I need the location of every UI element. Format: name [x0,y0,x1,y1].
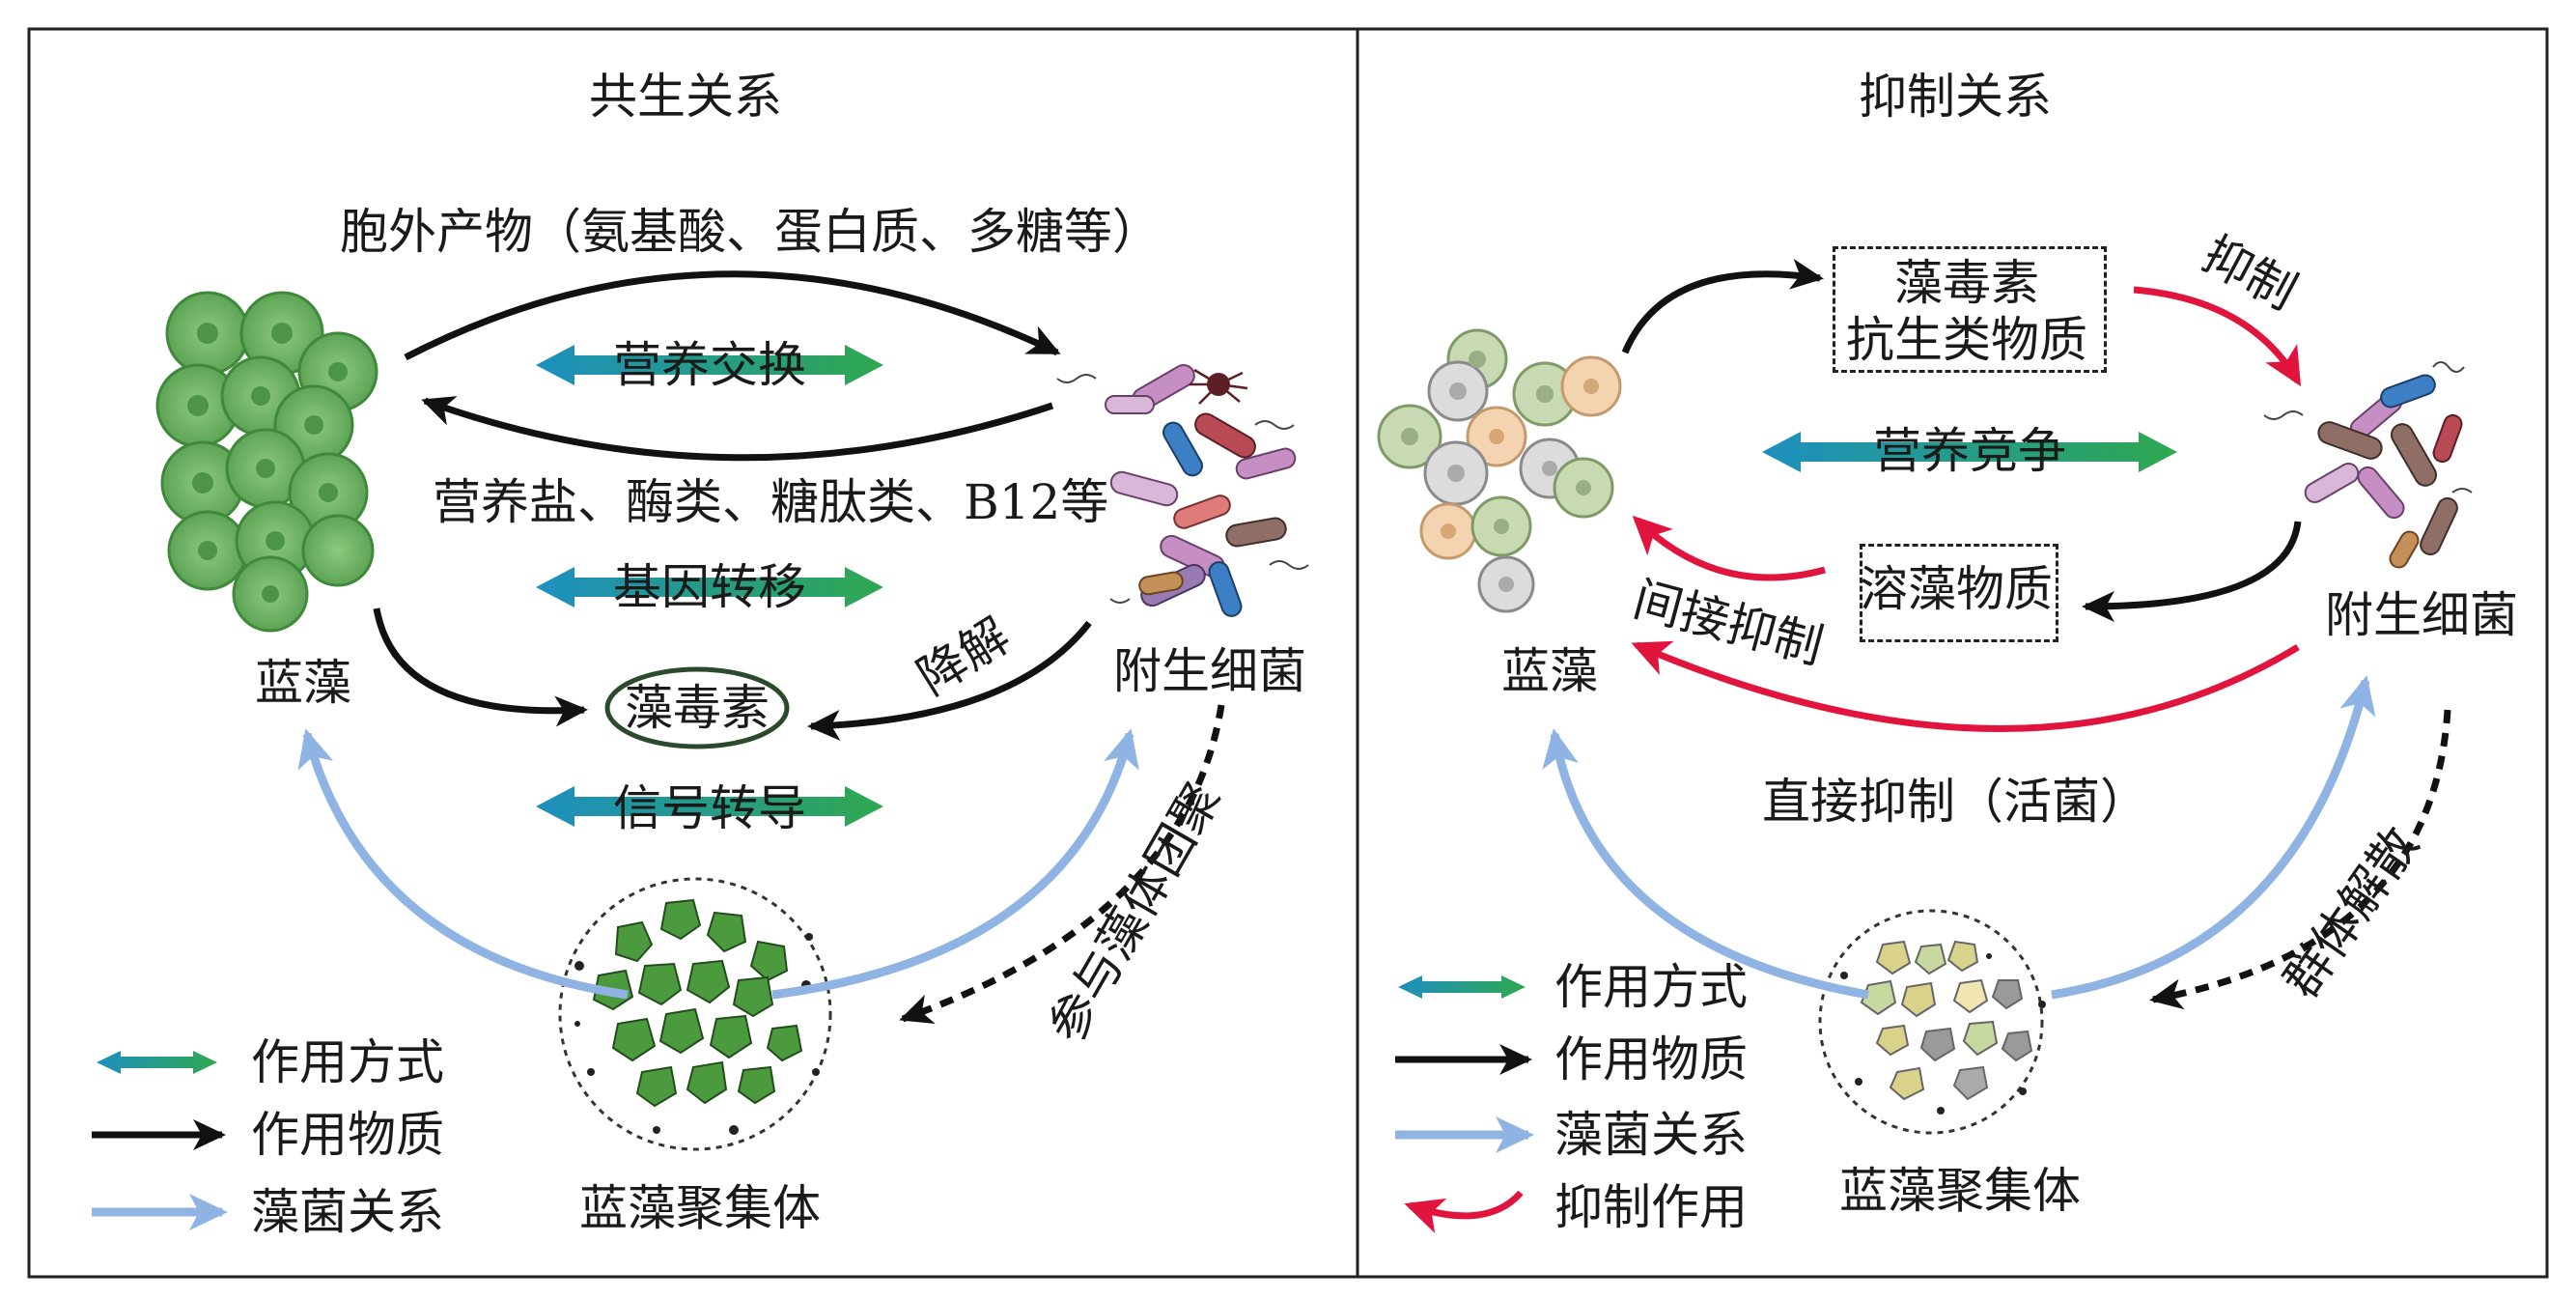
legend-right-relation: 藻菌关系 [1554,1107,1748,1163]
nutrients-label: 营养盐、酶类、糖肽类、B12等 [433,474,1109,530]
competition-label: 营养竞争 [1873,423,2066,479]
arrow-colony-to-cyano-right [1542,728,1869,1000]
colony-outline-right [1818,909,2044,1135]
competition-arrow [1762,432,2177,472]
lytic-label: 溶藻物质 [1860,561,2053,617]
colony-cells-right [1860,940,2033,1101]
left-panel-title: 共生关系 [589,69,782,125]
colony-outline-left [558,877,832,1151]
cyanobacteria-nuclei-right [1401,351,1599,592]
bacteria-cluster-left [1056,364,1309,617]
colony-dots-right [1840,953,2046,1115]
colony-label-left: 蓝藻聚集体 [579,1180,821,1236]
legend-left-relation: 藻菌关系 [251,1184,444,1240]
legend-left-mode: 作用方式 [251,1034,444,1090]
arrow-colony-to-bacteria-right [2051,675,2376,1000]
colony-label-right: 蓝藻聚集体 [1839,1163,2081,1219]
arrow-inhibit [2133,286,2302,387]
arrow-direct [1631,640,2300,732]
colony-cells-left [592,898,803,1108]
legend-right-inhibit: 抑制作用 [1554,1179,1748,1235]
arrow-cyano-toxin [373,607,588,727]
arrow-extracellular [404,270,1061,361]
legend-mode-arrow-right [1398,975,1526,999]
arrow-colony-to-bacteria [771,728,1139,1000]
arrow-degrade [807,620,1092,741]
cyanobacteria-nuclei-left [187,323,348,603]
legend-inhibit-arrow-right [1404,1190,1524,1233]
double-arrows-left [536,345,883,827]
legend-right-substance: 作用物质 [1554,1031,1748,1087]
legend-left-substance: 作用物质 [251,1107,444,1163]
panel-frame [27,27,2549,1279]
nutrient-exchange-label: 营养交换 [613,337,806,393]
toxin-ellipse [604,666,790,749]
bacteria-label-left: 附生细菌 [1113,643,1306,699]
arrow-aggregation [899,704,1225,1025]
direct-label: 直接抑制（活菌） [1762,774,2148,830]
arrow-dispersal [2149,709,2451,1010]
bacteria-label-right: 附生细菌 [2325,587,2518,643]
arrow-bacteria-to-lytic [2082,521,2302,622]
cyanobacteria-cluster-right [1377,328,1622,613]
cyano-label-left: 蓝藻 [255,655,351,711]
toxin-label: 藻毒素 [625,680,770,736]
toxins-line1: 藻毒素 [1894,255,2039,311]
bacteria-cluster-right [2263,361,2473,569]
signal-transduction-label: 信号转导 [613,780,806,836]
arrow-indirect [1632,515,1826,581]
lytic-box [1860,544,2058,642]
right-panel-title: 抑制关系 [1859,69,2052,125]
legend-right-mode: 作用方式 [1554,959,1748,1015]
arrow-nutrients [421,396,1054,462]
cyano-label-right: 蓝藻 [1501,643,1598,699]
arrow-cyano-to-toxins [1621,258,1824,354]
legend-mode-arrow-left [97,1051,217,1074]
arrow-colony-to-cyano [297,728,629,1000]
gene-transfer-label: 基因转移 [613,559,806,615]
toxins-box [1833,246,2107,373]
toxins-line2: 抗生类物质 [1846,312,2087,368]
extracellular-products-label: 胞外产物（氨基酸、蛋白质、多糖等） [340,204,1161,260]
